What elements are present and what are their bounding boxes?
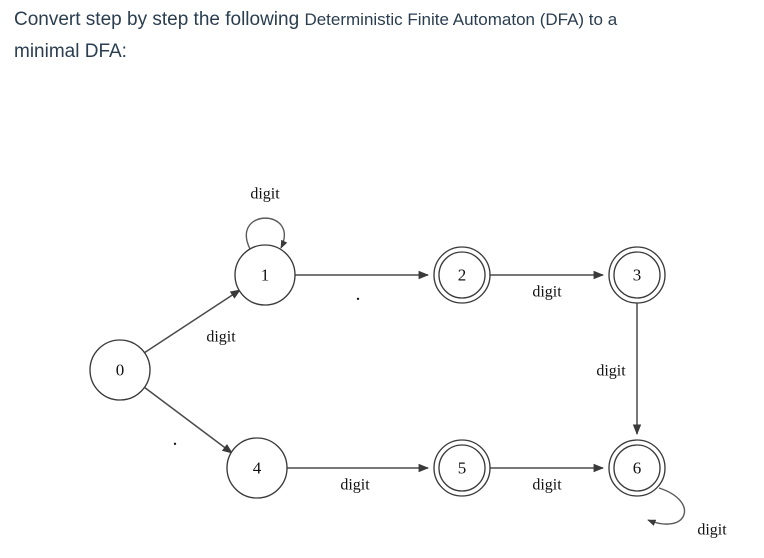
edge-label-6-self-loop: digit [697, 522, 727, 539]
prompt-line-1: Convert step by step the following Deter… [14, 4, 750, 36]
state-2-label: 2 [458, 266, 467, 285]
state-4-label: 4 [253, 459, 262, 478]
dfa-diagram: 0 1 2 3 4 5 6 [0, 96, 764, 558]
edge-label-0-to-1: digit [206, 329, 236, 346]
prompt-lead-text: Convert step by step the following [14, 9, 305, 30]
state-0-outline [89, 339, 151, 401]
edge-0-to-1 [143, 289, 241, 354]
state-0-label: 0 [116, 361, 125, 380]
edge-group [143, 217, 686, 526]
state-6-label: 6 [633, 459, 642, 478]
state-1-outline [234, 244, 296, 306]
state-node-4[interactable]: 4 [226, 437, 288, 499]
dfa-svg-canvas: 0 1 2 3 4 5 6 [89, 186, 728, 539]
state-node-3[interactable]: 3 [608, 246, 666, 304]
state-5-accepting-ring [438, 444, 486, 492]
state-3-label: 3 [633, 266, 642, 285]
state-1-label: 1 [261, 266, 270, 285]
edge-label-group: digit . digit . digit digit digit digit … [173, 186, 728, 539]
state-node-6[interactable]: 6 [608, 439, 666, 497]
edge-label-0-to-4: . [173, 428, 178, 450]
edge-label-4-to-5: digit [340, 477, 370, 494]
state-2-accepting-ring [438, 251, 486, 299]
edge-6-self-loop [647, 487, 686, 526]
state-5-label: 5 [458, 459, 467, 478]
state-6-accepting-ring [613, 444, 661, 492]
edge-label-2-to-3: digit [532, 284, 562, 301]
edge-label-1-to-2: . [356, 283, 361, 305]
state-node-1[interactable]: 1 [234, 244, 296, 306]
prompt-block: Convert step by step the following Deter… [14, 4, 750, 67]
state-node-5[interactable]: 5 [433, 439, 491, 497]
prompt-line-2: minimal DFA: [14, 41, 127, 62]
edge-0-to-4 [143, 386, 233, 454]
edge-label-5-to-6: digit [532, 477, 562, 494]
prompt-term-text: Deterministic Finite Automaton (DFA) to … [304, 10, 618, 29]
edge-label-3-to-6: digit [596, 363, 626, 380]
state-4-outline [226, 437, 288, 499]
state-3-accepting-ring [613, 251, 661, 299]
state-node-2[interactable]: 2 [433, 246, 491, 304]
edge-1-self-loop [245, 217, 288, 250]
edge-label-1-self-loop: digit [250, 186, 280, 203]
state-node-0[interactable]: 0 [89, 339, 151, 401]
